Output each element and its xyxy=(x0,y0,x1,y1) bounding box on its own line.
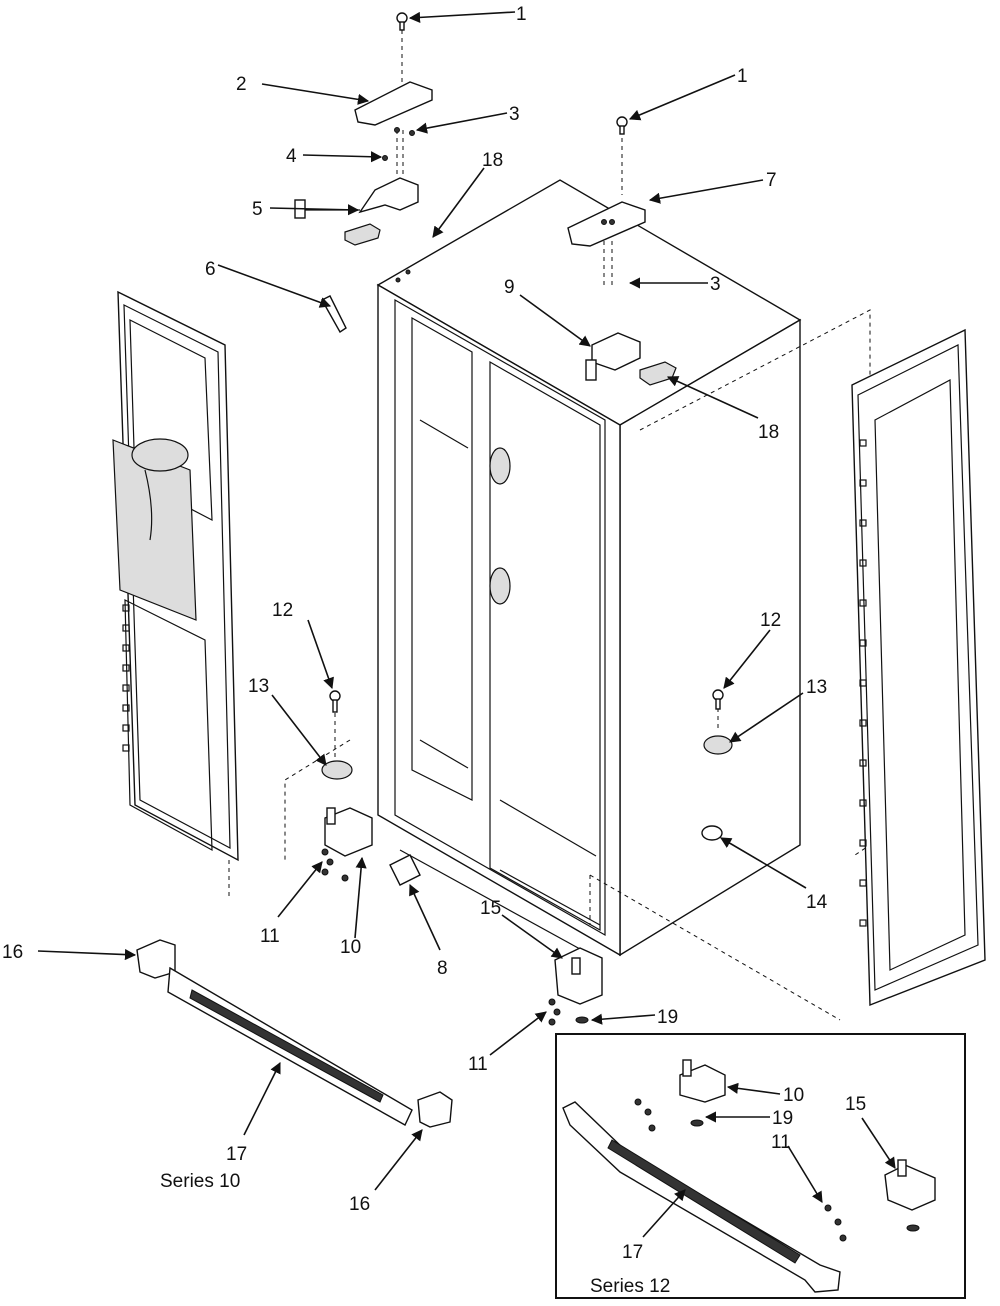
callout-8: 8 xyxy=(437,958,448,979)
callout-4: 4 xyxy=(286,146,297,167)
shim-18-left xyxy=(344,223,381,246)
screw-1-left xyxy=(396,12,408,31)
screw-12-left xyxy=(329,690,341,713)
right-door xyxy=(851,328,986,1007)
top-hinge-5 xyxy=(294,177,419,219)
callout-16: 16 xyxy=(2,942,23,963)
spacer-8 xyxy=(389,854,421,886)
door-gasket-dots xyxy=(859,439,867,927)
callout-18: 18 xyxy=(758,422,779,443)
callout-19: 19 xyxy=(772,1108,793,1129)
callout-11: 11 xyxy=(260,926,280,947)
screw-1-right xyxy=(616,116,628,135)
callout-14: 14 xyxy=(806,892,828,913)
callout-12: 12 xyxy=(760,610,781,631)
callout-10: 10 xyxy=(340,937,361,958)
screw-19 xyxy=(575,1016,589,1024)
top-hinge-9 xyxy=(585,332,641,381)
plug-14 xyxy=(701,825,723,841)
end-cap-16-right xyxy=(417,1091,453,1128)
left-door xyxy=(112,290,239,862)
callout-1: 1 xyxy=(737,66,748,87)
screws-3-4 xyxy=(382,127,415,161)
bottom-hinge-10 xyxy=(324,807,373,857)
callout-2: 2 xyxy=(236,74,247,95)
callout-16: 16 xyxy=(349,1194,370,1215)
callout-15: 15 xyxy=(845,1094,866,1115)
screws-3-right xyxy=(601,219,615,225)
stop-13-right xyxy=(703,735,733,755)
callout-9: 9 xyxy=(504,277,515,298)
callout-7: 7 xyxy=(766,170,777,191)
screws-11-right xyxy=(548,998,561,1026)
callout-1: 1 xyxy=(516,4,527,25)
hinge-cover-7 xyxy=(567,201,646,247)
series-12-inset xyxy=(555,1033,966,1299)
callout-10: 10 xyxy=(783,1085,804,1106)
part-6 xyxy=(321,295,347,334)
callout-labels: 1 1 2 3 3 4 5 6 7 8 9 10 10 11 11 11 12 … xyxy=(2,4,866,1297)
callout-12: 12 xyxy=(272,600,293,621)
caption-series-12: Series 12 xyxy=(590,1276,670,1297)
bottom-hinge-15 xyxy=(554,947,603,1005)
callout-17: 17 xyxy=(622,1242,643,1263)
stop-13-left xyxy=(321,760,353,780)
hinge-cover-2 xyxy=(354,81,433,126)
callout-13: 13 xyxy=(248,676,269,697)
callout-11: 11 xyxy=(771,1132,791,1153)
callout-17: 17 xyxy=(226,1144,247,1165)
screw-12-right xyxy=(712,689,724,710)
kickplate-17-series10 xyxy=(167,966,413,1126)
caption-series-10: Series 10 xyxy=(160,1171,240,1192)
callout-13: 13 xyxy=(806,677,827,698)
callout-18: 18 xyxy=(482,150,503,171)
callout-19: 19 xyxy=(657,1007,678,1028)
door-bin-dots xyxy=(122,604,130,752)
callout-11: 11 xyxy=(468,1054,488,1075)
callout-5: 5 xyxy=(252,199,263,220)
callout-3: 3 xyxy=(710,274,721,295)
callout-15: 15 xyxy=(480,898,501,919)
callout-3: 3 xyxy=(509,104,520,125)
leader-arrows xyxy=(37,11,896,1238)
cabinet xyxy=(376,179,802,961)
callout-6: 6 xyxy=(205,259,216,280)
